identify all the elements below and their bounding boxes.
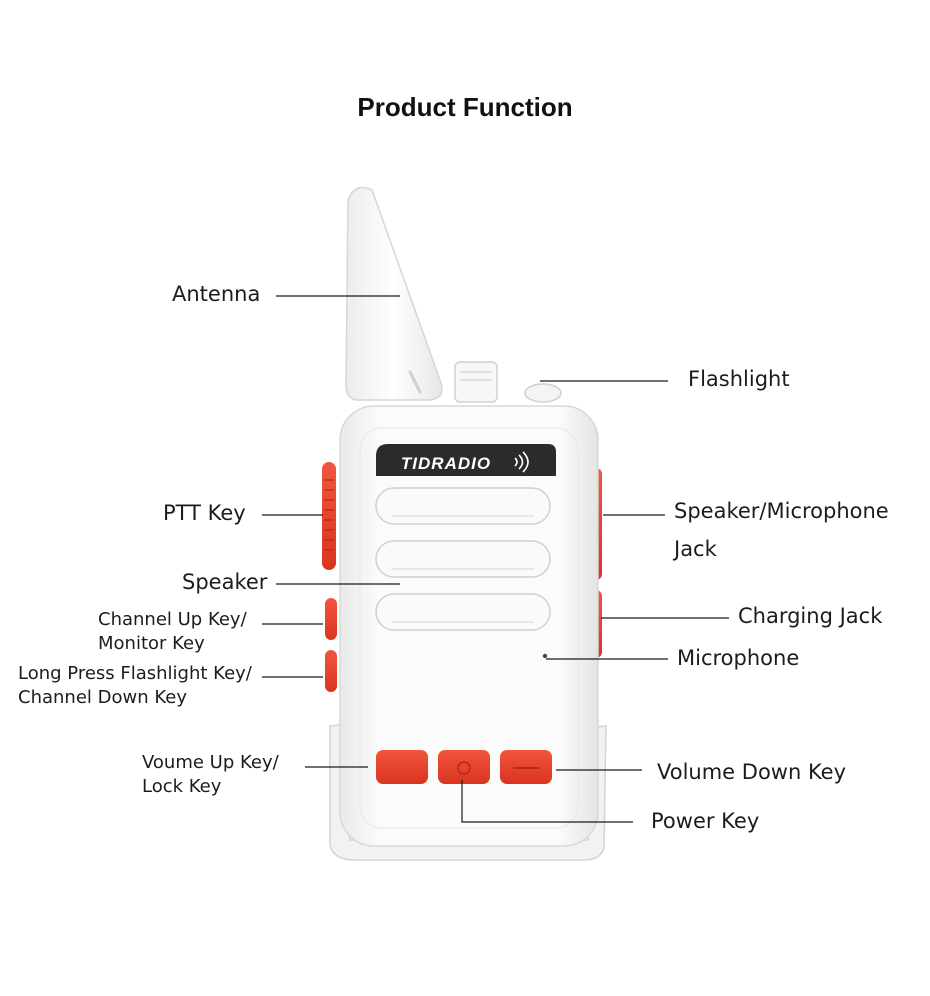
label-flashlight-key-line2: Channel Down Key: [18, 687, 187, 708]
speaker-slot-3: [375, 593, 551, 631]
callout-lines: [262, 295, 729, 823]
label-channel-up-line1: Channel Up Key/: [98, 609, 247, 630]
label-charging-jack: Charging Jack: [738, 604, 883, 628]
microphone-hole-shape: [542, 653, 548, 659]
label-speaker: Speaker: [182, 570, 268, 594]
page-title: Product Function: [357, 92, 573, 122]
channel-down-key-shape: [325, 650, 337, 692]
speaker-slot-2: [375, 540, 551, 578]
label-volume-up-line1: Voume Up Key/: [142, 752, 279, 773]
label-volume-up-line2: Lock Key: [142, 776, 222, 797]
antenna-shape: [345, 186, 443, 401]
label-flashlight-key-line1: Long Press Flashlight Key/: [18, 663, 252, 684]
label-microphone: Microphone: [677, 646, 800, 670]
brand-plate-shape: [376, 444, 556, 476]
label-speaker-mic-jack-line1: Speaker/Microphone: [674, 499, 889, 523]
top-knob-shape: [454, 361, 498, 403]
brand-logo: TIDRADIO: [401, 454, 491, 473]
flashlight-lens-shape: [524, 383, 562, 403]
label-antenna: Antenna: [172, 282, 261, 306]
volume-up-key-shape: [376, 750, 428, 784]
label-speaker-mic-jack-line2: Jack: [674, 537, 717, 561]
label-volume-down: Volume Down Key: [657, 760, 847, 784]
power-callout-line: [461, 780, 633, 823]
channel-up-key-shape: [325, 598, 337, 640]
belt-clip-shape: [329, 723, 607, 861]
label-flashlight: Flashlight: [688, 367, 790, 391]
label-channel-up-line2: Monitor Key: [98, 633, 205, 654]
speaker-slot-1: [375, 487, 551, 525]
label-ptt-key: PTT Key: [163, 501, 246, 525]
power-key-shape: [438, 750, 490, 784]
label-power-key: Power Key: [651, 809, 760, 833]
ptt-key-shape: [322, 462, 336, 570]
